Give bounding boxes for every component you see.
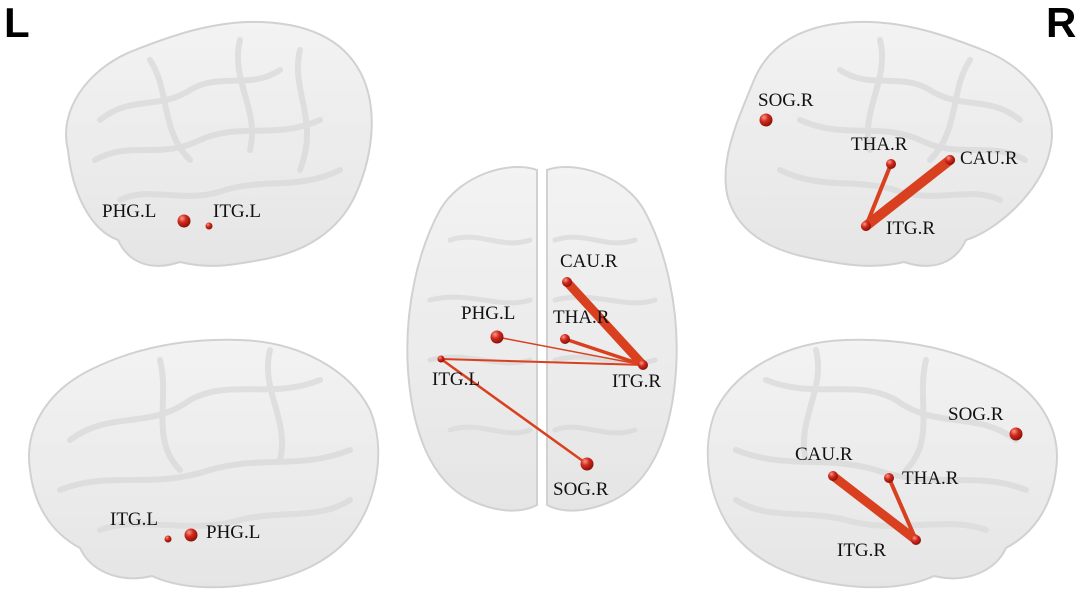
node-label: CAU.R: [960, 148, 1018, 169]
edge-itgr-caur: [861, 155, 955, 231]
node-tha-r: [560, 334, 570, 344]
edge-itgr-caur: [562, 277, 648, 370]
node-label: ITG.R: [837, 540, 886, 561]
connection-edges: [439, 277, 648, 466]
node-label: PHG.L: [206, 522, 260, 543]
right-hemisphere-marker: R: [1046, 0, 1077, 46]
node-itg-l: [437, 355, 445, 363]
node-label: SOG.R: [758, 90, 814, 111]
brain-view-left-lateral: PHG.L ITG.L: [65, 20, 373, 267]
node-itg-r: [911, 535, 921, 545]
node-phg-l: [490, 330, 504, 344]
node-label: ITG.L: [432, 369, 480, 390]
edge-itgl-sogr: [439, 357, 589, 466]
node-label: THA.R: [902, 468, 959, 489]
node-itg-l: [205, 222, 213, 230]
edge-itgr-thar: [887, 476, 918, 542]
brain-view-right-lateral: SOG.R THA.R CAU.R ITG.R: [724, 20, 1053, 267]
node-itg-r: [638, 360, 648, 370]
node-label: ITG.R: [612, 371, 661, 392]
edge-itgr-thar: [563, 337, 645, 367]
edge-itgr-caur: [828, 471, 921, 545]
node-label: THA.R: [553, 307, 610, 328]
node-cau-r: [828, 471, 838, 481]
node-label: ITG.R: [886, 218, 935, 239]
node-sog-r: [759, 113, 773, 127]
node-phg-l: [184, 528, 198, 542]
left-hemisphere-marker: L: [4, 0, 30, 46]
edge-itgr-thar: [864, 162, 893, 228]
node-label: ITG.L: [213, 201, 261, 222]
node-phg-l: [177, 214, 191, 228]
node-itg-r: [861, 221, 871, 231]
node-tha-r: [884, 473, 894, 483]
brain-view-right-medial: SOG.R CAU.R THA.R ITG.R: [706, 338, 1058, 589]
node-cau-r: [562, 277, 572, 287]
brain-view-left-medial: ITG.L PHG.L: [28, 338, 380, 589]
node-label: CAU.R: [795, 444, 853, 465]
node-label: PHG.L: [102, 201, 156, 222]
edge-itgr-phgl: [496, 336, 644, 366]
node-sog-r: [1009, 427, 1023, 441]
node-label: SOG.R: [553, 479, 609, 500]
node-label: SOG.R: [948, 404, 1004, 425]
node-label: ITG.L: [110, 509, 158, 530]
node-cau-r: [945, 155, 955, 165]
brain-view-axial-top: CAU.R PHG.L THA.R ITG.L ITG.R SOG.R: [406, 166, 678, 512]
node-label: PHG.L: [461, 303, 515, 324]
node-label: CAU.R: [560, 251, 618, 272]
node-tha-r: [886, 159, 896, 169]
node-sog-r: [580, 457, 594, 471]
edge-itgr-itgl: [440, 358, 644, 366]
node-left-lateral: PHG.L ITG.L: [102, 201, 261, 230]
node-label: THA.R: [851, 134, 908, 155]
node-itg-l: [164, 535, 172, 543]
